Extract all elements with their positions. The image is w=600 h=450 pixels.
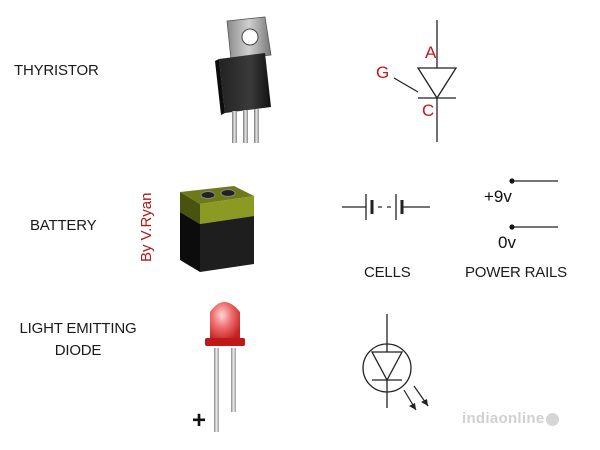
led-photo-icon: + — [192, 302, 245, 434]
thyristor-symbol-icon: A G C — [376, 20, 458, 142]
led-label-line1: LIGHT EMITTING — [19, 320, 137, 337]
cathode-label: C — [422, 101, 434, 120]
thyristor-package-icon — [215, 16, 272, 143]
zero-rail-label: 0v — [498, 233, 516, 252]
thyristor-label: THYRISTOR — [14, 62, 99, 79]
led-label: LIGHT EMITTING DIODE — [14, 318, 142, 362]
power-rails-caption: POWER RAILS — [465, 264, 567, 281]
led-symbol-icon — [362, 314, 429, 411]
cells-caption: CELLS — [364, 264, 411, 281]
battery-label: BATTERY — [30, 217, 97, 234]
watermark-logo: indiaonline — [462, 410, 560, 427]
watermark-badge-icon — [546, 412, 560, 426]
positive-rail-label: +9v — [484, 187, 512, 206]
polarity-plus-label: + — [192, 407, 206, 434]
author-credit: By V.Ryan — [138, 192, 155, 263]
battery-photo-icon — [180, 186, 254, 272]
led-label-line2: DIODE — [54, 342, 102, 359]
power-rails-symbol-icon: +9v 0v — [484, 178, 558, 252]
anode-label: A — [425, 43, 437, 62]
watermark-text: indiaonline — [462, 410, 545, 427]
cells-symbol-icon — [342, 194, 430, 220]
gate-label: G — [376, 63, 389, 82]
